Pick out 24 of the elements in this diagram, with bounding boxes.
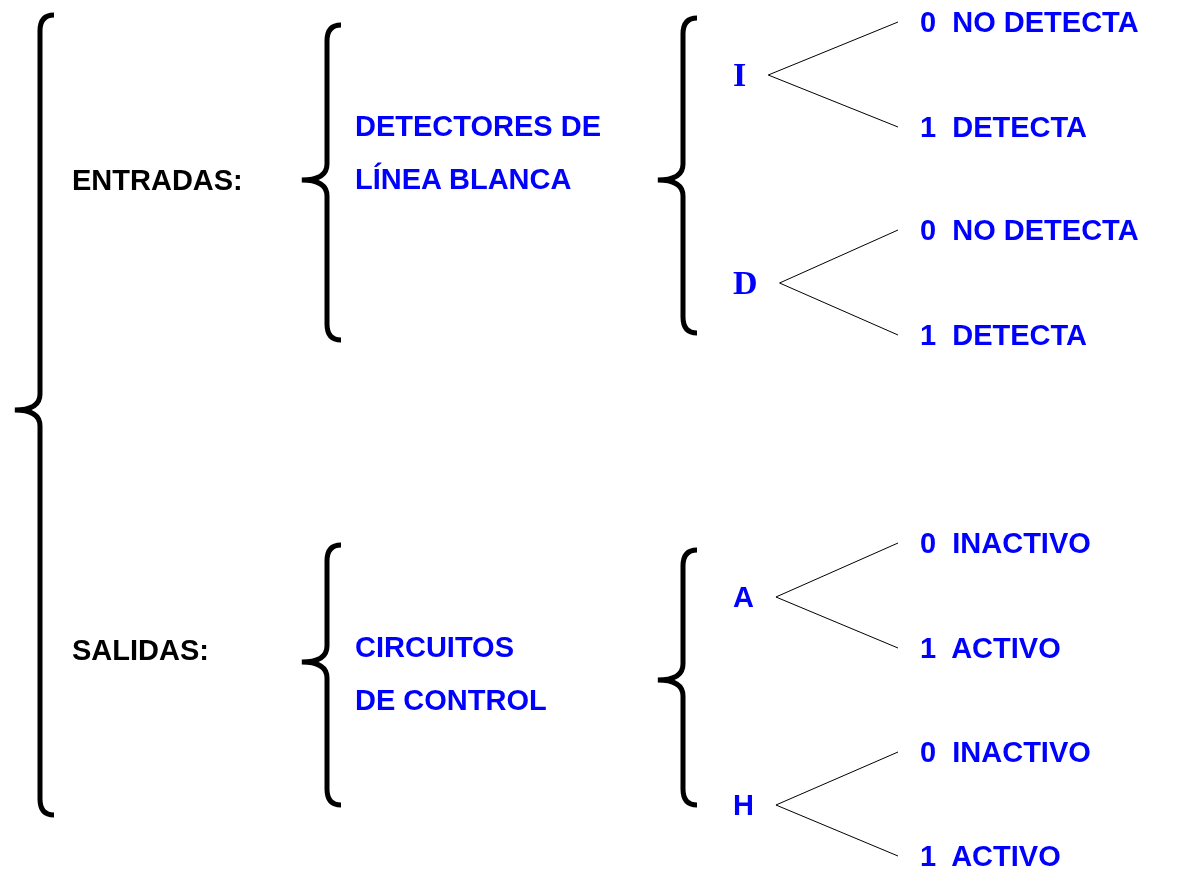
signal-label: A	[733, 577, 754, 617]
state-label: 1 DETECTA	[920, 315, 1088, 355]
branch-line	[779, 229, 899, 284]
state-label: 0 NO DETECTA	[920, 2, 1139, 42]
state-label: 0 INACTIVO	[920, 732, 1091, 772]
state-label: 0 INACTIVO	[920, 523, 1091, 563]
branch-line	[767, 21, 899, 76]
signal-label: H	[733, 785, 754, 825]
branch-line	[775, 751, 899, 806]
state-label: 0 NO DETECTA	[920, 210, 1139, 250]
branch-line	[775, 542, 899, 598]
branch-line	[767, 74, 899, 128]
branch-line	[775, 596, 899, 649]
branch-line	[779, 282, 899, 336]
category-label: ENTRADAS:	[72, 160, 243, 200]
signal-label: D	[733, 263, 758, 303]
category-label: SALIDAS:	[72, 630, 209, 670]
state-label: 1 DETECTA	[920, 107, 1088, 147]
state-label: 1 ACTIVO	[920, 836, 1061, 873]
signal-label: I	[733, 55, 747, 95]
branch-line	[775, 804, 899, 857]
group-label: CIRCUITOS DE CONTROL	[355, 621, 555, 727]
state-label: 1 ACTIVO	[920, 628, 1061, 668]
group-label: DETECTORES DE LÍNEA BLANCA	[355, 100, 640, 206]
